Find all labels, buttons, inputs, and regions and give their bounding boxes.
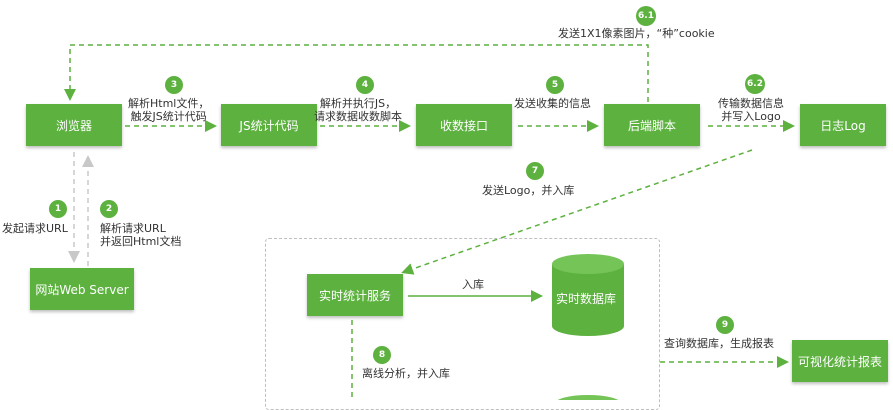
- node-log-label: 日志Log: [820, 118, 866, 133]
- step-label-4: 解析并执行JS， 请求数据收数脚本: [314, 97, 402, 123]
- step-label-5: 发送收集的信息: [514, 97, 591, 110]
- step-badge-8: 8: [373, 346, 391, 364]
- step-badge-3: 3: [165, 76, 183, 94]
- node-realtime-service-label: 实时统计服务: [318, 288, 391, 303]
- step-badge-6-2: 6.2: [745, 74, 765, 94]
- offline-db-cylinder-top: [557, 395, 619, 400]
- step-label-6-1: 发送1X1像素图片，“种”cookie: [558, 27, 715, 40]
- step-badge-9: 9: [716, 316, 734, 334]
- connector-lines: [64, 44, 795, 400]
- step-badge-7: 7: [526, 162, 544, 180]
- node-js-code-label: JS统计代码: [239, 118, 299, 133]
- node-collect-api-label: 收数接口: [439, 118, 488, 133]
- node-log: 日志Log: [800, 104, 886, 146]
- step-label-6-2: 传输数据信息 并写入Logo: [718, 97, 784, 123]
- node-backend: 后端脚本: [604, 104, 700, 146]
- node-report-label: 可视化统计报表: [797, 354, 882, 369]
- arrow-7: [401, 149, 753, 275]
- step-label-3: 解析Html文件， 触发JS统计代码: [128, 97, 209, 123]
- node-web-server-label: 网站Web Server: [35, 282, 129, 297]
- step-label-5-line1: 发送收集的信息: [514, 97, 591, 110]
- node-js-code: JS统计代码: [221, 104, 317, 146]
- storage-region: [265, 238, 660, 410]
- step-label-6-2-line2: 并写入Logo: [721, 110, 781, 123]
- node-web-server: 网站Web Server: [30, 268, 134, 310]
- step-label-3-line2: 触发JS统计代码: [130, 110, 207, 123]
- step-label-2-line2: 并返回Html文档: [100, 235, 182, 248]
- step-label-8: 离线分析，并入库: [362, 367, 450, 380]
- step-badge-2: 2: [100, 200, 118, 218]
- step-label-9: 查询数据库，生成报表: [664, 337, 774, 350]
- node-realtime-db-label: 实时数据库: [556, 292, 617, 306]
- step-badge-4: 4: [356, 76, 374, 94]
- step-badge-5: 5: [546, 76, 564, 94]
- edge-label-to-db: 入库: [462, 278, 484, 291]
- step-label-8-line1: 离线分析，并入库: [362, 367, 450, 380]
- step-label-6-2-line1: 传输数据信息: [718, 97, 784, 110]
- step-label-4-line1: 解析并执行JS，: [319, 97, 397, 110]
- arrow-6-1: [64, 44, 649, 102]
- step-label-1: 发起请求URL: [2, 222, 68, 235]
- node-report: 可视化统计报表: [792, 340, 888, 382]
- step-label-7: 发送Logo，并入库: [482, 184, 574, 197]
- node-realtime-service: 实时统计服务: [307, 274, 403, 316]
- step-badge-6-1: 6.1: [636, 6, 656, 26]
- step-badge-1: 1: [49, 200, 67, 218]
- step-label-9-line1: 查询数据库，生成报表: [664, 337, 774, 350]
- step-label-2: 解析请求URL 并返回Html文档: [100, 222, 181, 248]
- step-label-3-line1: 解析Html文件，: [128, 97, 210, 110]
- realtime-db-cylinder: [552, 254, 624, 336]
- step-label-4-line2: 请求数据收数脚本: [314, 110, 402, 123]
- node-backend-label: 后端脚本: [627, 118, 676, 133]
- node-browser-label: 浏览器: [55, 118, 92, 133]
- step-label-7-line1: 发送Logo，并入库: [482, 184, 575, 197]
- node-collect-api: 收数接口: [416, 104, 512, 146]
- step-label-1-line1: 发起请求URL: [2, 222, 68, 235]
- node-browser: 浏览器: [26, 104, 122, 146]
- step-label-6-1-line1: 发送1X1像素图片，“种”cookie: [558, 27, 715, 40]
- step-label-2-line1: 解析请求URL: [100, 222, 166, 235]
